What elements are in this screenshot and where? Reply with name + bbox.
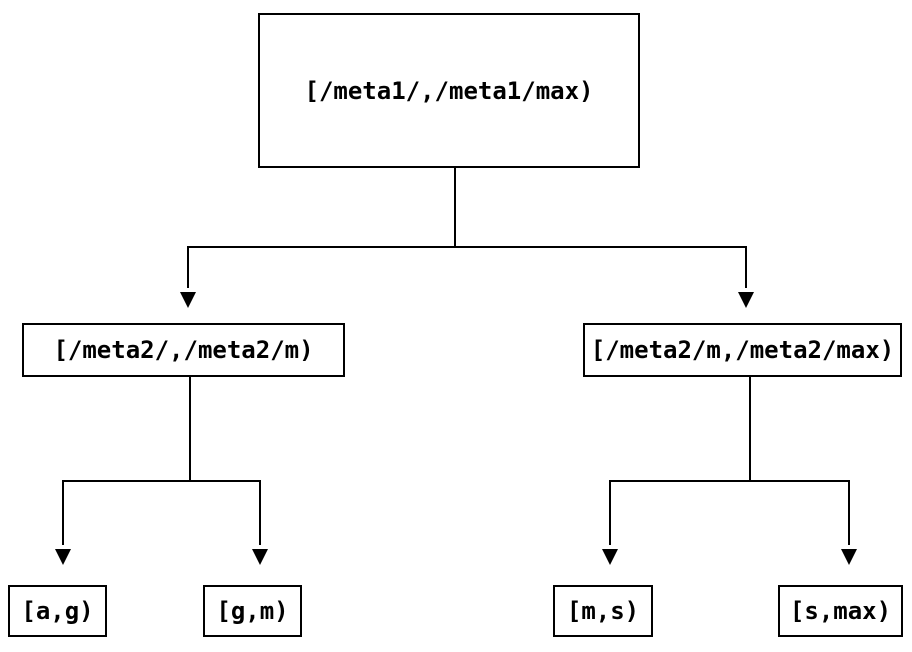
arrowhead-down-icon xyxy=(252,549,268,565)
arrowhead-down-icon xyxy=(602,549,618,565)
arrowhead-down-icon xyxy=(841,549,857,565)
arrowhead-down-icon xyxy=(55,549,71,565)
tree-node-root: [/meta1/,/meta1/max) xyxy=(258,13,640,168)
tree-node-leaf-smax-label: [s,max) xyxy=(789,597,892,625)
tree-node-leaf-gm: [g,m) xyxy=(203,585,302,637)
tree-node-leaf-gm-label: [g,m) xyxy=(216,597,289,625)
tree-node-leaf-ms: [m,s) xyxy=(553,585,653,637)
tree-node-leaf-ag-label: [a,g) xyxy=(21,597,94,625)
arrowhead-down-icon xyxy=(180,292,196,308)
tree-node-leaf-smax: [s,max) xyxy=(778,585,903,637)
tree-node-leaf-ag: [a,g) xyxy=(8,585,107,637)
tree-node-leaf-ms-label: [m,s) xyxy=(566,597,640,625)
tree-node-left-child: [/meta2/,/meta2/m) xyxy=(22,323,345,377)
level1-branch-line xyxy=(187,246,747,288)
arrowhead-down-icon xyxy=(738,292,754,308)
level2-left-branch-line xyxy=(62,480,261,545)
level2-right-branch-line xyxy=(609,480,850,545)
tree-node-right-child: [/meta2/m,/meta2/max) xyxy=(583,323,902,377)
tree-node-root-label: [/meta1/,/meta1/max) xyxy=(304,76,594,105)
tree-node-left-child-label: [/meta2/,/meta2/m) xyxy=(53,336,314,364)
tree-node-right-child-label: [/meta2/m,/meta2/max) xyxy=(590,336,895,364)
